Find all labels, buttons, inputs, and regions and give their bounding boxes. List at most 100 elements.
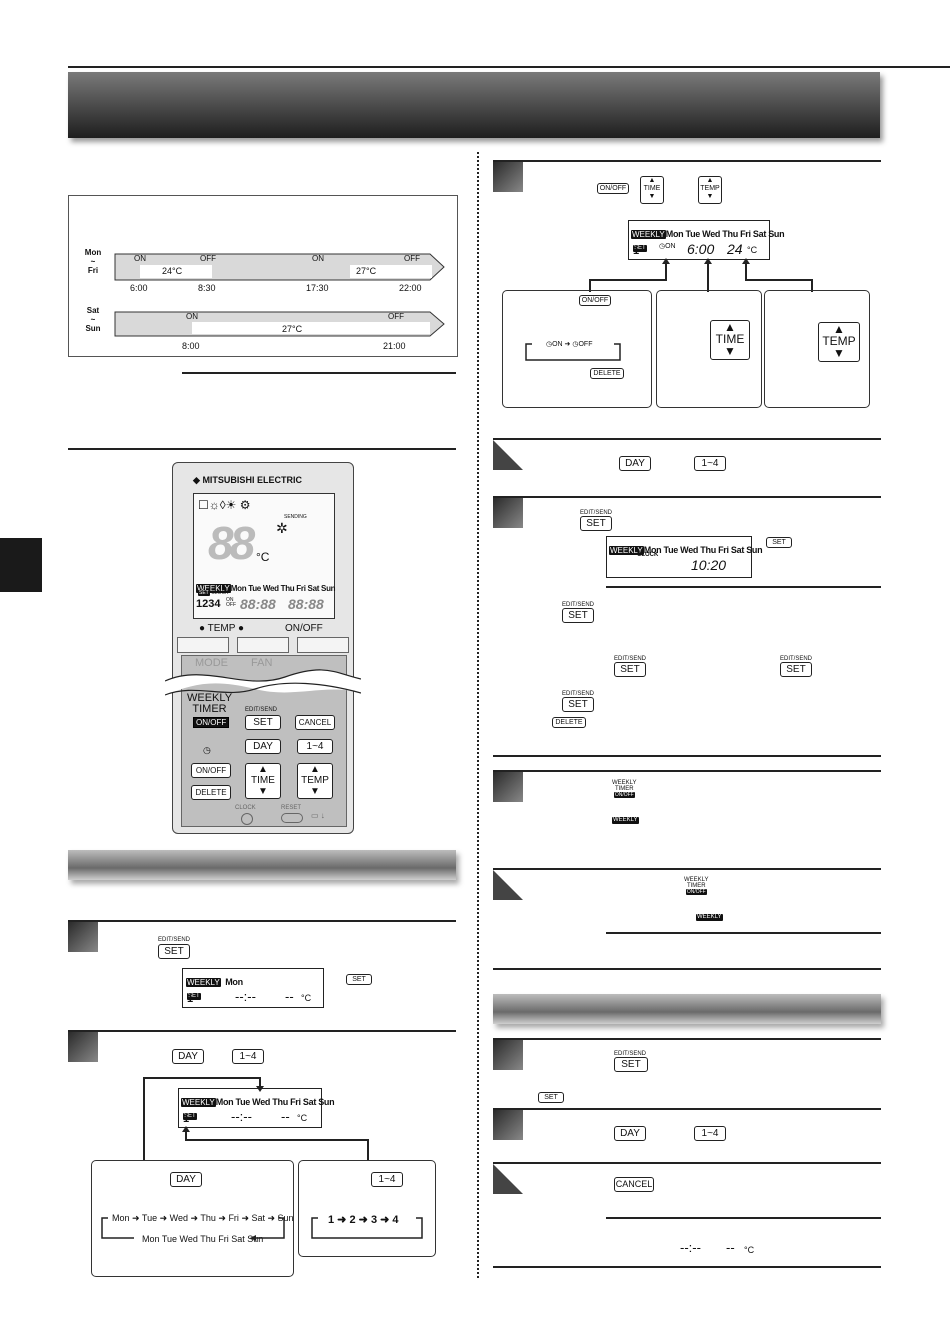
time-label: 17:30 (306, 283, 329, 293)
program-number: 1 (633, 245, 640, 257)
off-label: OFF (404, 254, 420, 263)
time-label: 22:00 (399, 283, 422, 293)
range-button[interactable]: 1~4 (297, 739, 333, 754)
clock-button[interactable] (241, 813, 253, 825)
temp-down-button[interactable] (177, 637, 229, 653)
days-row: Mon Tue Wed Thu Fri Sat Sun (665, 229, 785, 239)
delete-button[interactable]: DELETE (191, 785, 231, 800)
day-key: DAY (172, 1049, 204, 1064)
timer-onoff-button[interactable]: ON/OFF (191, 763, 231, 778)
day-button[interactable]: DAY (245, 739, 281, 754)
connector-arrows (589, 258, 813, 292)
edit-send-label: EDIT/SEND (780, 656, 813, 662)
divider (606, 1217, 881, 1219)
temp-controls: ● TEMP ● (199, 623, 244, 634)
day-cycle-box (91, 1160, 294, 1277)
temp-up-button[interactable] (237, 637, 289, 653)
schedule-bars (114, 253, 445, 337)
set-key: SET (780, 662, 812, 677)
weekly-badge: WEEKLY (609, 546, 644, 555)
temp-digits: -- (281, 1109, 290, 1124)
reset-button[interactable] (281, 813, 303, 823)
time-digits: 88:88 (288, 596, 324, 612)
time-digits: 88:88 (240, 596, 276, 612)
power-button[interactable] (297, 637, 349, 653)
remote-lcd: ☐☼◊☀ ⚙ SENDING 88 °C ✲ WEEKLYMon Tue Wed… (193, 493, 336, 619)
day-key: DAY (614, 1126, 646, 1141)
off-indicator: OFF (226, 602, 236, 608)
time-digits: 6:00 (687, 241, 715, 257)
off-label: OFF (200, 254, 216, 263)
step-number (493, 870, 523, 900)
divider (493, 496, 881, 498)
weekly-badge: WEEKLY (196, 584, 231, 593)
temp-digits: 24 (727, 241, 743, 257)
time-key-large: ▲TIME▼ (710, 320, 750, 360)
time-button[interactable]: ▲TIME▼ (245, 763, 281, 799)
weekly-timer-button[interactable]: ON/OFF (193, 717, 230, 728)
fan-label: FAN (251, 657, 273, 669)
battery-icon: ▭ ↓ (311, 811, 325, 820)
time-digits: --:-- (231, 1109, 252, 1124)
time-label: 6:00 (130, 283, 148, 293)
divider (493, 1162, 881, 1164)
number-cycle-box (298, 1160, 436, 1257)
edit-send-label: EDIT/SEND (614, 656, 647, 662)
edit-send-label: EDIT/SEND (614, 1051, 647, 1057)
reset-button-label: RESET (281, 805, 302, 811)
divider (68, 920, 456, 922)
time-label: 21:00 (383, 341, 406, 351)
number-cycle-loop (311, 1217, 423, 1239)
divider (68, 448, 456, 450)
step-number (493, 440, 523, 470)
set-key: SET (614, 662, 646, 677)
time-label: 8:00 (182, 341, 200, 351)
days-row: Mon (225, 977, 243, 987)
deg-unit: °C (256, 550, 270, 564)
temp-unit: °C (301, 993, 312, 1003)
clock-label: CLOCK (211, 590, 229, 596)
logo-icon: ◆ (193, 475, 200, 485)
set-button[interactable]: SET (245, 715, 281, 730)
section-bar (493, 994, 881, 1024)
column-divider (477, 152, 479, 1278)
step-number (493, 498, 523, 528)
on-indicator: ON (226, 597, 234, 603)
title-banner (68, 72, 880, 138)
set-badge: SET (198, 590, 210, 596)
set-key: SET (158, 944, 190, 959)
edit-send-label: EDIT/SEND (562, 691, 595, 697)
temp-unit: °C (297, 1113, 308, 1123)
side-tab (0, 538, 42, 592)
set-badge: SET (187, 993, 201, 1000)
divider (68, 1030, 456, 1032)
onoff-explain-box (502, 290, 652, 408)
temp-label: 27°C (282, 324, 303, 334)
fan-icon: ✲ (276, 520, 288, 536)
set-badge: SET (633, 245, 647, 252)
number-cycle-sequence: 1 ➜ 2 ➜ 3 ➜ 4 (328, 1214, 399, 1226)
time-digits: --:-- (680, 1240, 701, 1255)
plus-icon: ● (238, 623, 245, 634)
day-key: DAY (170, 1172, 202, 1187)
range-key: 1~4 (694, 456, 726, 471)
temp-label: 24°C (162, 266, 183, 276)
step-number (493, 1164, 523, 1194)
divider (493, 868, 881, 870)
set-badge-key: SET (538, 1092, 564, 1103)
temp-unit: °C (747, 245, 758, 255)
step-number (68, 922, 98, 952)
off-label: OFF (388, 312, 404, 321)
temp-digits: -- (285, 989, 294, 1004)
set-badge-key: SET (346, 974, 372, 985)
temp-explain-box (764, 290, 870, 408)
remote-controller: ◆ MITSUBISHI ELECTRIC ☐☼◊☀ ⚙ SENDING 88 … (165, 462, 361, 834)
set-badge: SET (183, 1113, 197, 1120)
onoff-key: ON/OFF (597, 183, 629, 194)
cancel-button[interactable]: CANCEL (295, 715, 335, 730)
temp-unit: °C (744, 1245, 755, 1255)
set-key: SET (614, 1057, 648, 1072)
temp-button[interactable]: ▲TEMP▼ (297, 763, 333, 799)
day-key: DAY (619, 456, 651, 471)
edit-send-label: EDIT/SEND (245, 707, 278, 713)
